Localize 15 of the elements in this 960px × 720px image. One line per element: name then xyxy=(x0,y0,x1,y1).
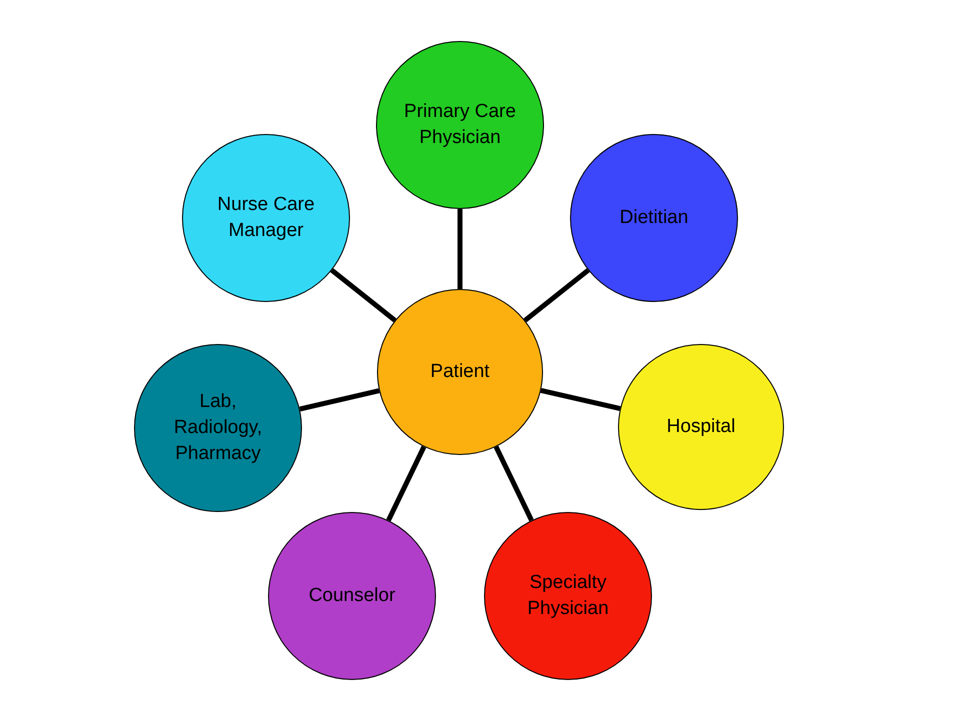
node-label: Nurse Care Manager xyxy=(216,193,316,243)
node-label: Patient xyxy=(430,360,490,384)
node-label: Counselor xyxy=(308,584,396,608)
node-label: Primary Care Physician xyxy=(403,100,517,150)
connector-line xyxy=(540,388,621,411)
connector-line xyxy=(386,446,426,522)
connector-line xyxy=(299,388,380,412)
connector-line xyxy=(458,209,462,289)
node-label: Specialty Physician xyxy=(526,571,610,621)
connector-line xyxy=(494,446,534,522)
connector-line xyxy=(523,268,590,322)
node-label: Hospital xyxy=(666,415,736,439)
node-label: Lab, Radiology, Pharmacy xyxy=(172,390,264,466)
node-label: Dietitian xyxy=(620,206,688,230)
connector-line xyxy=(330,268,397,322)
